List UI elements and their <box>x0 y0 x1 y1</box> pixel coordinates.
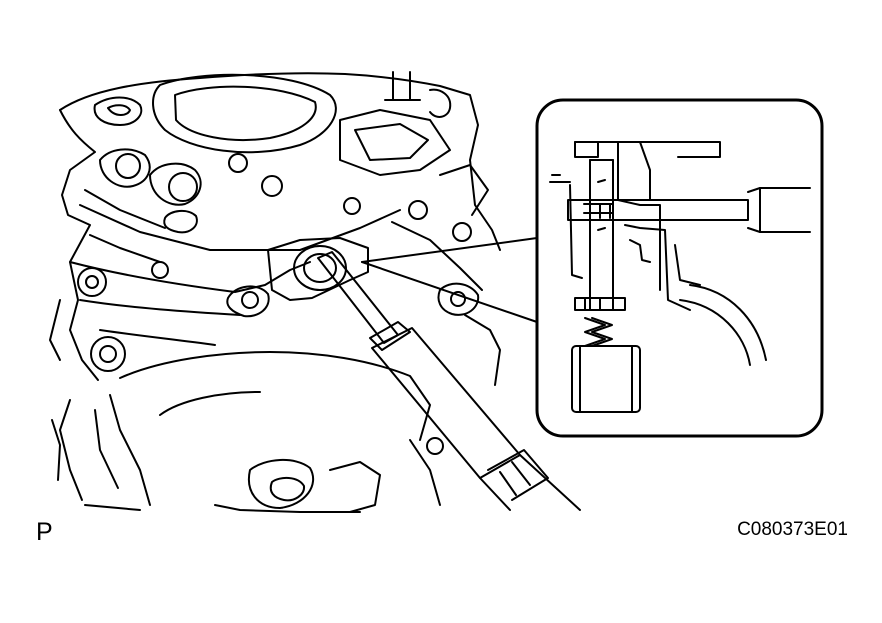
figure-code: C080373E01 <box>737 519 848 540</box>
callout-lines <box>361 237 538 323</box>
view-label: P <box>36 518 53 546</box>
transaxle-case-housing <box>49 71 501 513</box>
detail-inset <box>535 98 824 438</box>
screwdriver <box>317 251 581 511</box>
valve-bore <box>267 237 369 301</box>
